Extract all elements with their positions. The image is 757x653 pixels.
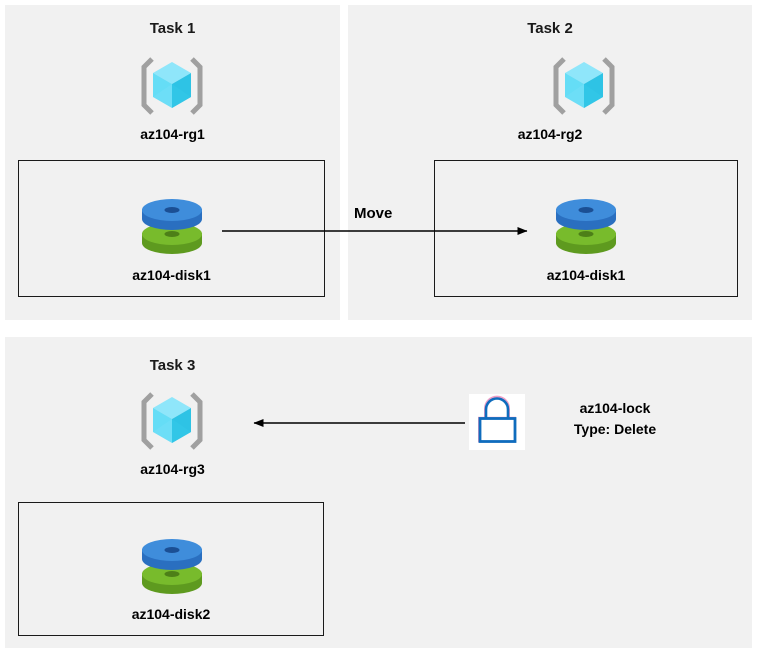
task3-disk-label: az104-disk2 (131, 606, 211, 622)
managed-disk-icon (142, 199, 202, 254)
move-arrow (222, 227, 528, 235)
task3-title: Task 3 (149, 357, 196, 374)
task1-rg-label: az104-rg1 (140, 126, 205, 142)
resource-group-icon (141, 392, 203, 450)
move-arrow-label: Move (354, 205, 393, 222)
task1-title: Task 1 (149, 20, 196, 37)
task2-disk-label: az104-disk1 (546, 267, 626, 283)
task2-rg-label: az104-rg2 (517, 126, 583, 142)
lock-arrow (253, 419, 465, 427)
task3-rg-label: az104-rg3 (140, 461, 205, 477)
resource-group-icon (553, 57, 615, 115)
lock-type-label: Type: Delete (573, 421, 657, 437)
managed-disk-icon (142, 539, 202, 594)
resource-group-icon (141, 57, 203, 115)
lock-icon (469, 394, 525, 450)
managed-disk-icon (556, 199, 616, 254)
lock-name-label: az104-lock (579, 400, 651, 416)
task1-disk-label: az104-disk1 (132, 267, 211, 283)
task2-title: Task 2 (527, 20, 573, 37)
